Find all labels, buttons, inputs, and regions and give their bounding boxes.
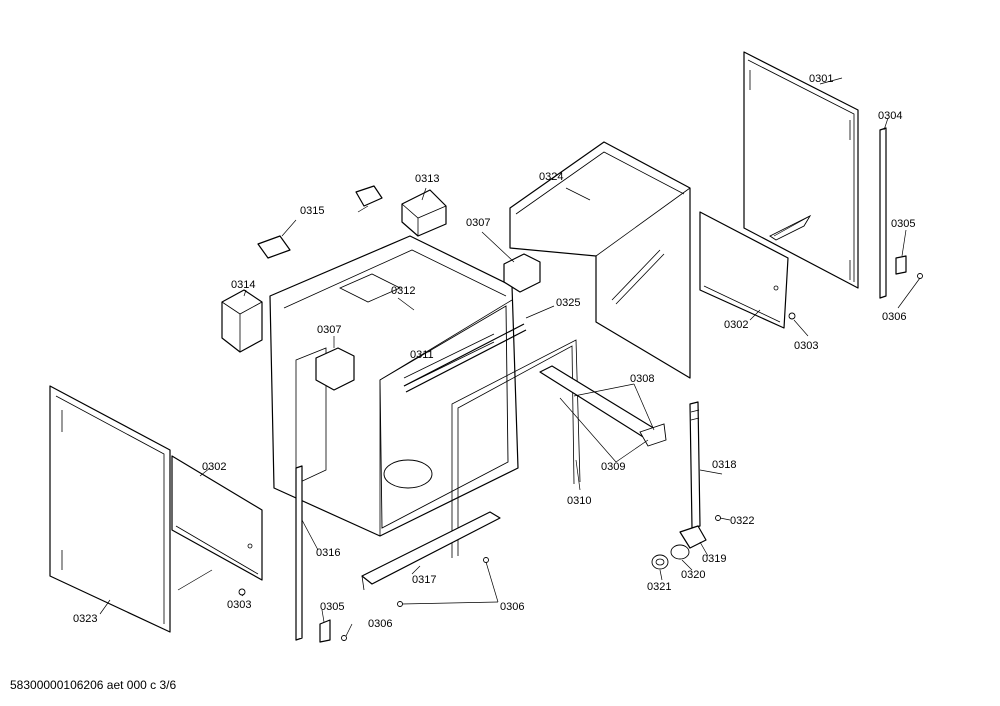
- label-0302-left: 0302: [202, 461, 226, 473]
- label-0313: 0313: [415, 173, 439, 185]
- label-0320: 0320: [681, 569, 705, 581]
- label-0305-left: 0305: [320, 601, 344, 613]
- label-0318: 0318: [712, 459, 736, 471]
- part-0308-spray-rail: [539, 365, 667, 447]
- label-0304: 0304: [878, 110, 902, 122]
- label-0307-left: 0307: [317, 324, 341, 336]
- label-0322: 0322: [730, 515, 754, 527]
- part-0307-bracket-tub: [315, 347, 355, 391]
- part-0303-screw-left: [238, 588, 246, 596]
- label-0315: 0315: [300, 205, 324, 217]
- part-0307-bracket-housing: [503, 253, 541, 293]
- label-0311: 0311: [410, 349, 434, 361]
- label-0303-left: 0303: [227, 599, 251, 611]
- label-0312: 0312: [391, 285, 415, 297]
- label-0307-top: 0307: [466, 217, 490, 229]
- label-0303-right: 0303: [794, 340, 818, 352]
- part-0313-bracket: [401, 189, 447, 237]
- label-0325: 0325: [556, 297, 580, 309]
- part-tub-main: [269, 235, 519, 537]
- label-0321: 0321: [647, 581, 671, 593]
- part-0305-clip-left: [319, 619, 331, 643]
- label-0308: 0308: [630, 373, 654, 385]
- label-0317: 0317: [412, 574, 436, 586]
- part-0306-screw-left: [341, 635, 347, 641]
- label-0314: 0314: [231, 279, 255, 291]
- part-0319-fitting: [679, 525, 707, 549]
- part-0304-strip: [879, 127, 887, 299]
- label-0319: 0319: [702, 553, 726, 565]
- label-0323: 0323: [73, 613, 97, 625]
- part-0321-washer: [651, 554, 669, 570]
- label-0301: 0301: [809, 73, 833, 85]
- part-0318-hose: [689, 401, 701, 529]
- part-0310-gasket: [451, 339, 581, 558]
- part-0316-gasket-strip: [295, 465, 303, 641]
- part-0303-screw-right: [788, 312, 796, 320]
- part-labels: 0301 0304 0305 0306 0302 0303 0324 0307 …: [73, 73, 915, 630]
- part-0322-screw: [715, 515, 721, 521]
- leader-lines: [99, 77, 921, 637]
- label-0309: 0309: [601, 461, 625, 473]
- part-0317-base-rail: [361, 511, 501, 591]
- label-0305-right: 0305: [891, 218, 915, 230]
- part-0305-clip-right: [895, 255, 907, 275]
- part-0306-screw-right: [917, 273, 923, 279]
- part-0302-panel-left: [171, 455, 263, 581]
- label-0316: 0316: [316, 547, 340, 559]
- part-0306-screw-mid: [397, 557, 489, 607]
- part-0324-rear-housing: [509, 141, 691, 379]
- label-0306-mid: 0306: [500, 601, 524, 613]
- label-0306-left: 0306: [368, 618, 392, 630]
- label-0306-right: 0306: [882, 311, 906, 323]
- part-0315-hinge-plates: [257, 185, 383, 259]
- direction-arrows: [177, 215, 811, 591]
- part-0323-side-panel-left: [49, 385, 171, 633]
- label-0302-right: 0302: [724, 319, 748, 331]
- part-0301-side-panel: [743, 51, 859, 289]
- part-0320-nut: [670, 544, 690, 560]
- label-0310: 0310: [567, 495, 591, 507]
- label-0324: 0324: [539, 171, 563, 183]
- footer-doc-id: 58300000106206 aet 000 c 3/6: [10, 678, 177, 692]
- part-0311-rail: [403, 323, 527, 393]
- part-0302-panel-right: [699, 211, 789, 329]
- part-0314-bracket-left: [221, 289, 263, 353]
